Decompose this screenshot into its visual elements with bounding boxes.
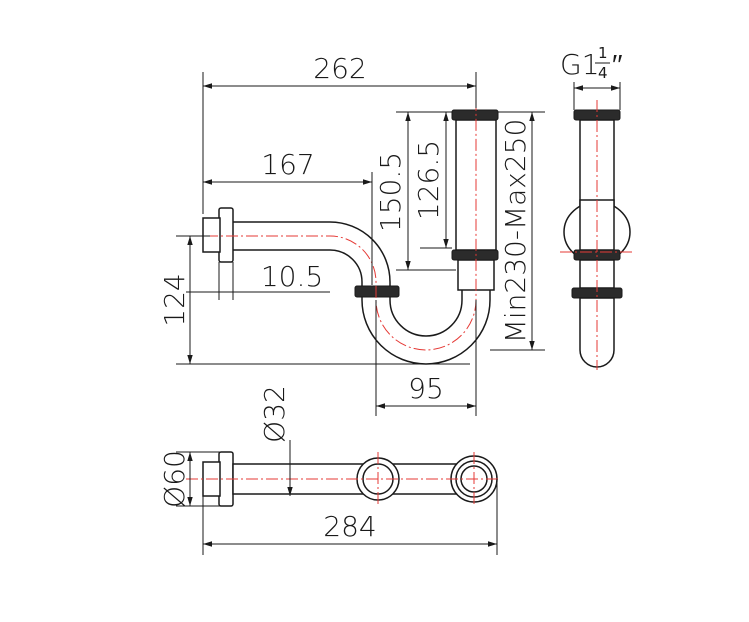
thread-fraction-num: 1 (598, 44, 608, 62)
dim-284-label: 284 (323, 510, 376, 543)
dimension-labels: 262 167 150.5 126.5 Min230-Max250 10.5 1… (158, 44, 623, 543)
dim-167-label: 167 (261, 148, 314, 181)
plan-view (186, 451, 500, 507)
dim-126-5-label: 126.5 (412, 140, 445, 220)
wall-flange-collar (202, 217, 221, 253)
thread-inch-mark: ′′ (612, 48, 623, 81)
thread-label: G1 (560, 48, 600, 81)
dim-32-label: Ø32 (258, 385, 291, 443)
front-view (186, 100, 499, 365)
side-tube-lower (579, 297, 615, 368)
front-centerline-h (186, 100, 477, 351)
dim-262-label: 262 (313, 52, 366, 85)
wall-flange (218, 207, 234, 263)
riser-top-nut (451, 109, 499, 121)
dim-minmax-label: Min230-Max250 (499, 119, 532, 344)
u-trap-bend (361, 290, 491, 365)
thread-fraction-den: 4 (598, 64, 608, 82)
dim-150-5-label: 150.5 (374, 152, 407, 232)
dim-10-5-label: 10.5 (261, 260, 323, 293)
dim-60-label: Ø60 (158, 450, 191, 508)
dim-124-label: 124 (158, 273, 191, 326)
side-view (560, 100, 634, 370)
dim-95-label: 95 (408, 372, 444, 405)
dimension-lines (176, 72, 621, 555)
riser-nut (451, 249, 499, 261)
trap-slip-nut (354, 285, 400, 298)
